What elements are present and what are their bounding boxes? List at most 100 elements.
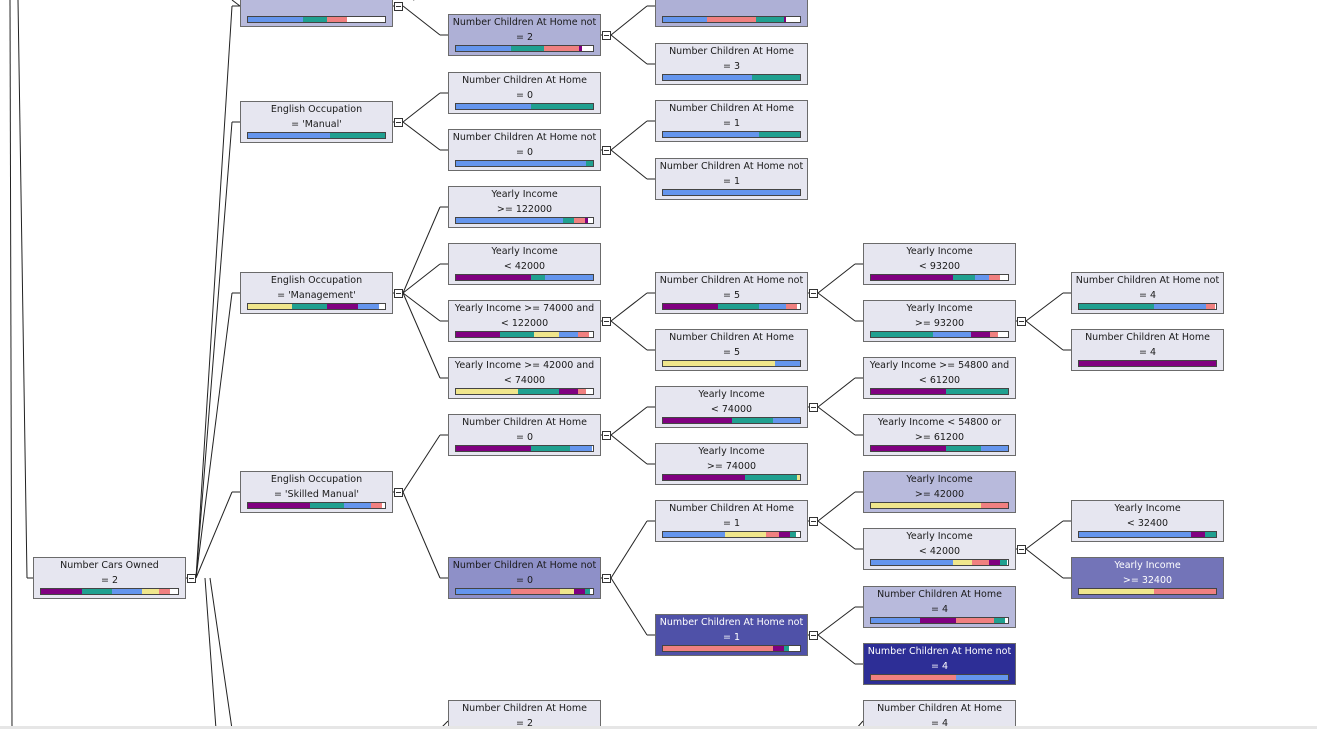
distribution-segment bbox=[971, 332, 991, 337]
distribution-segment bbox=[41, 589, 83, 594]
node-condition-line1: Number Children At Home bbox=[1085, 332, 1210, 343]
tree-node[interactable]: Number Children At Home not= 0 bbox=[448, 557, 601, 599]
collapse-toggle-icon[interactable] bbox=[602, 574, 611, 583]
tree-node[interactable]: Number Children At Home= 4 bbox=[1071, 329, 1224, 371]
tree-node[interactable]: Number Children At Home not= 4 bbox=[863, 643, 1016, 685]
node-condition-line1: Yearly Income bbox=[906, 303, 973, 314]
tree-edge bbox=[610, 292, 648, 322]
tree-node[interactable]: English Occupation= 'Management' bbox=[240, 272, 393, 314]
node-condition-line2: = 4 bbox=[930, 660, 949, 672]
distribution-segment bbox=[932, 332, 971, 337]
distribution-bar bbox=[1078, 531, 1217, 538]
collapse-toggle-icon[interactable] bbox=[187, 574, 196, 583]
distribution-segment bbox=[1079, 532, 1192, 537]
tree-edge bbox=[817, 634, 856, 665]
tree-node[interactable]: Number Children At Home not= 1 bbox=[655, 614, 808, 656]
collapse-toggle-icon[interactable] bbox=[394, 488, 403, 497]
collapse-toggle-icon[interactable] bbox=[394, 2, 403, 11]
tree-node[interactable]: Yearly Income >= 54800 and< 61200 bbox=[863, 357, 1016, 399]
tree-node[interactable]: Yearly Income >= 74000 and< 122000 bbox=[448, 300, 601, 342]
distribution-bar bbox=[455, 388, 594, 395]
tree-node[interactable]: Number Children At Home= 4 bbox=[863, 700, 1016, 729]
node-condition-line1: English Occupation bbox=[270, 104, 363, 115]
tree-node[interactable]: Number Children At Home= 1 bbox=[655, 500, 808, 542]
tree-edge bbox=[402, 263, 441, 294]
tree-node[interactable]: Number Children At Home= 3 bbox=[655, 43, 808, 85]
tree-node[interactable]: Number Children At Home not= 1 bbox=[655, 158, 808, 200]
node-condition-line2: = 2 bbox=[515, 31, 534, 43]
tree-node[interactable]: Yearly Income < 54800 or>= 61200 bbox=[863, 414, 1016, 456]
collapse-toggle-icon[interactable] bbox=[602, 431, 611, 440]
collapse-toggle-icon[interactable] bbox=[1017, 317, 1026, 326]
distribution-bar bbox=[455, 160, 594, 167]
tree-edge bbox=[195, 121, 233, 579]
tree-node[interactable]: Yearly Income>= 74000 bbox=[655, 443, 808, 485]
distribution-segment bbox=[663, 132, 759, 137]
tree-node[interactable]: Number Children At Home= 5 bbox=[655, 329, 808, 371]
collapse-toggle-icon[interactable] bbox=[809, 289, 818, 298]
tree-node[interactable]: Yearly Income >= 93200 bbox=[863, 300, 1016, 342]
distribution-segment bbox=[456, 104, 532, 109]
collapse-toggle-icon[interactable] bbox=[1017, 545, 1026, 554]
distribution-segment bbox=[1079, 304, 1155, 309]
tree-node[interactable]: Yearly Income>= 32400 bbox=[1071, 557, 1224, 599]
horizontal-scrollbar[interactable] bbox=[0, 726, 1317, 729]
node-condition-line1: Number Children At Home bbox=[462, 703, 587, 714]
collapse-toggle-icon[interactable] bbox=[394, 289, 403, 298]
collapse-toggle-icon[interactable] bbox=[602, 31, 611, 40]
tree-node[interactable]: Number Children At Home= 4 bbox=[863, 586, 1016, 628]
tree-node[interactable]: Number Children At Home= 1 bbox=[655, 100, 808, 142]
distribution-segment bbox=[558, 332, 578, 337]
tree-edge bbox=[195, 292, 233, 579]
distribution-segment bbox=[663, 75, 753, 80]
tree-edge bbox=[402, 292, 441, 379]
distribution-segment bbox=[577, 332, 589, 337]
distribution-segment bbox=[456, 218, 563, 223]
tree-edge bbox=[402, 292, 441, 322]
tree-node[interactable]: Yearly Income< 42000 bbox=[863, 528, 1016, 570]
tree-node[interactable]: Yearly Income >= 42000 and< 74000 bbox=[448, 357, 601, 399]
node-condition-line1: Yearly Income < 54800 or bbox=[877, 417, 1002, 428]
node-condition-line2: = 4 bbox=[930, 717, 949, 729]
node-condition-line2: >= 93200 bbox=[914, 317, 965, 329]
collapse-toggle-icon[interactable] bbox=[602, 317, 611, 326]
tree-node[interactable]: Yearly Income< 42000 bbox=[448, 243, 601, 285]
node-condition-line1: Number Children At Home bbox=[462, 417, 587, 428]
distribution-segment bbox=[577, 389, 587, 394]
tree-edge bbox=[402, 434, 441, 493]
node-condition-line2: = 'Skilled Manual' bbox=[273, 488, 360, 500]
tree-node[interactable]: = 'Clerical' bbox=[240, 0, 393, 27]
tree-node[interactable]: Number Cars Owned= 2 bbox=[33, 557, 186, 599]
tree-node[interactable]: Number Children At Home not= 5 bbox=[655, 272, 808, 314]
tree-node[interactable]: Yearly Income>= 42000 bbox=[863, 471, 1016, 513]
node-condition-line1: Number Children At Home not bbox=[452, 132, 597, 143]
collapse-toggle-icon[interactable] bbox=[809, 517, 818, 526]
collapse-toggle-icon[interactable] bbox=[394, 118, 403, 127]
tree-node[interactable]: Number Children At Home not= 0 bbox=[448, 129, 601, 171]
tree-node[interactable]: Number Children At Home not= 2 bbox=[448, 14, 601, 56]
tree-node[interactable]: Yearly Income< 32400 bbox=[1071, 500, 1224, 542]
collapse-toggle-icon[interactable] bbox=[809, 403, 818, 412]
distribution-segment bbox=[999, 275, 1006, 280]
tree-node[interactable]: English Occupation= 'Skilled Manual' bbox=[240, 471, 393, 513]
distribution-bar bbox=[455, 217, 594, 224]
distribution-segment bbox=[871, 275, 954, 280]
tree-node[interactable]: = 3 bbox=[655, 0, 808, 27]
tree-node[interactable]: Yearly Income>= 122000 bbox=[448, 186, 601, 228]
tree-node[interactable]: Yearly Income< 74000 bbox=[655, 386, 808, 428]
distribution-segment bbox=[975, 275, 989, 280]
tree-node[interactable]: Number Children At Home= 0 bbox=[448, 72, 601, 114]
distribution-segment bbox=[558, 389, 578, 394]
collapse-toggle-icon[interactable] bbox=[602, 146, 611, 155]
tree-node[interactable]: Number Children At Home= 0 bbox=[448, 414, 601, 456]
node-condition-line1: Number Children At Home not bbox=[659, 161, 804, 172]
tree-node[interactable]: English Occupation= 'Manual' bbox=[240, 101, 393, 143]
tree-node[interactable]: Number Children At Home not= 4 bbox=[1071, 272, 1224, 314]
distribution-segment bbox=[517, 389, 559, 394]
node-condition-line2: >= 32400 bbox=[1122, 574, 1173, 586]
tree-node[interactable]: Yearly Income< 93200 bbox=[863, 243, 1016, 285]
tree-node[interactable]: Number Children At Home= 2 bbox=[448, 700, 601, 729]
distribution-segment bbox=[302, 17, 328, 22]
collapse-toggle-icon[interactable] bbox=[809, 631, 818, 640]
